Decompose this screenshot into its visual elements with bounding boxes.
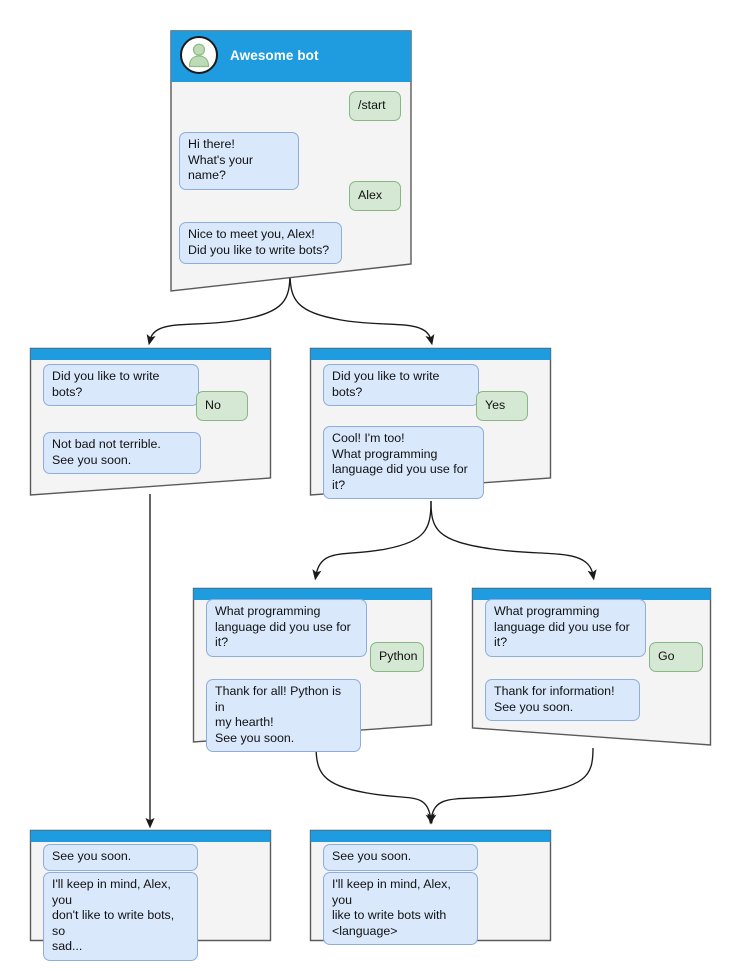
message-bubble-user: Alex [349, 181, 401, 211]
message-bubble-bot: See you soon. [43, 844, 198, 871]
person-avatar-icon [180, 36, 218, 74]
message-bubble-user: No [196, 391, 248, 421]
message-bubble-bot: What programming language did you use fo… [206, 599, 367, 657]
chat-card-language-python[interactable]: What programming language did you use fo… [192, 587, 433, 752]
edge-yes-to-go [430, 500, 597, 581]
chat-card-start[interactable]: Awesome bot /start Hi there! What's your… [169, 29, 413, 293]
chat-card-language-go[interactable]: What programming language did you use fo… [471, 587, 712, 747]
message-bubble-user: /start [349, 91, 401, 121]
message-bubble-bot: I'll keep in mind, Alex, you don't like … [43, 872, 198, 961]
card-title: Awesome bot [230, 47, 319, 63]
message-bubble-bot: Cool! I'm too! What programming language… [323, 426, 484, 499]
message-bubble-bot: Did you like to write bots? [43, 364, 199, 406]
message-bubble-bot: Thank for all! Python is in my hearth! S… [206, 679, 361, 752]
message-bubble-bot: Not bad not terrible. See you soon. [43, 432, 201, 474]
chat-card-end-happy[interactable]: See you soon. I'll keep in mind, Alex, y… [309, 829, 552, 945]
message-bubble-bot: See you soon. [323, 844, 478, 871]
message-bubble-bot: Nice to meet you, Alex! Did you like to … [179, 222, 342, 264]
edge-python-to-end-happy [315, 744, 435, 825]
message-bubble-user: Go [649, 642, 703, 672]
chat-card-answer-yes[interactable]: Did you like to write bots? Yes Cool! I'… [309, 347, 552, 499]
edge-go-to-end-happy [427, 747, 594, 825]
message-bubble-user: Python [370, 642, 424, 672]
message-bubble-user: Yes [476, 391, 528, 421]
card-titlebar: Awesome bot [169, 29, 413, 81]
message-bubble-bot: Did you like to write bots? [323, 364, 479, 406]
chat-card-end-sad[interactable]: See you soon. I'll keep in mind, Alex, y… [29, 829, 272, 961]
chat-card-answer-no[interactable]: Did you like to write bots? No Not bad n… [29, 347, 272, 497]
message-bubble-bot: Hi there! What's your name? [179, 132, 299, 190]
message-bubble-bot: I'll keep in mind, Alex, you like to wri… [323, 872, 478, 945]
message-bubble-bot: What programming language did you use fo… [485, 599, 646, 657]
message-bubble-bot: Thank for information! See you soon. [485, 679, 640, 721]
edge-yes-to-python [312, 500, 432, 581]
